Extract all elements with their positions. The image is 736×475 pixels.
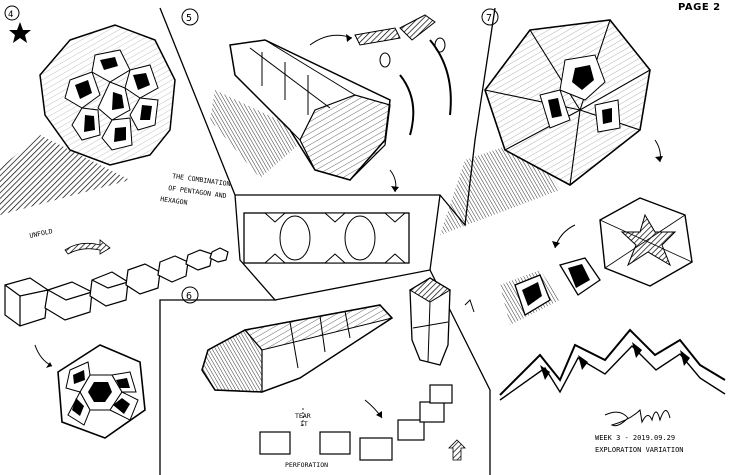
footer-subtitle: EXPLORATION VARIATION	[595, 446, 684, 454]
perforation-label: PERFORATION	[285, 461, 328, 469]
rotate-arrow-icon	[309, 34, 353, 46]
panel-4-number-circle	[4, 5, 20, 21]
panel-5-number: 5	[186, 13, 192, 24]
rectangle-chain	[259, 384, 453, 461]
panel-6-number: 6	[186, 291, 192, 302]
unfolded-cube-strip	[4, 247, 229, 327]
folded-cubes	[514, 257, 601, 316]
panel-5	[181, 8, 452, 264]
tear-label: TEAR	[295, 412, 311, 420]
prism-shadow	[210, 90, 310, 178]
panel-5-number-circle	[181, 8, 199, 26]
star-icon	[9, 22, 31, 43]
panel-4-number: 4	[8, 10, 13, 20]
panel-6-number-circle	[181, 286, 199, 304]
signature-icon	[604, 408, 671, 427]
panel-7-number: 7	[486, 13, 492, 24]
panel-7	[440, 8, 726, 401]
panel-dividers	[159, 7, 496, 475]
sphere-shadow	[0, 135, 130, 215]
tear-sub-label: IT	[300, 420, 308, 428]
unfold-label: UNFOLD	[29, 227, 54, 240]
panel-4: THE COMBINATION OF PENTAGON AND HEXAGON	[0, 5, 231, 439]
caption-line-3: HEXAGON	[160, 195, 188, 207]
page-label: PAGE 2	[678, 2, 721, 13]
star-shape	[620, 213, 677, 267]
footer-week: WEEK 3 - 2019.09.29	[595, 434, 675, 442]
unfolded-net	[243, 212, 410, 264]
panel-7-number-circle	[481, 8, 499, 26]
zigzag-strip	[499, 328, 726, 396]
up-arrow-icon	[448, 439, 466, 461]
folded-strip	[354, 27, 401, 46]
panel-6	[181, 277, 475, 461]
unfold-arrow-icon	[64, 239, 111, 255]
